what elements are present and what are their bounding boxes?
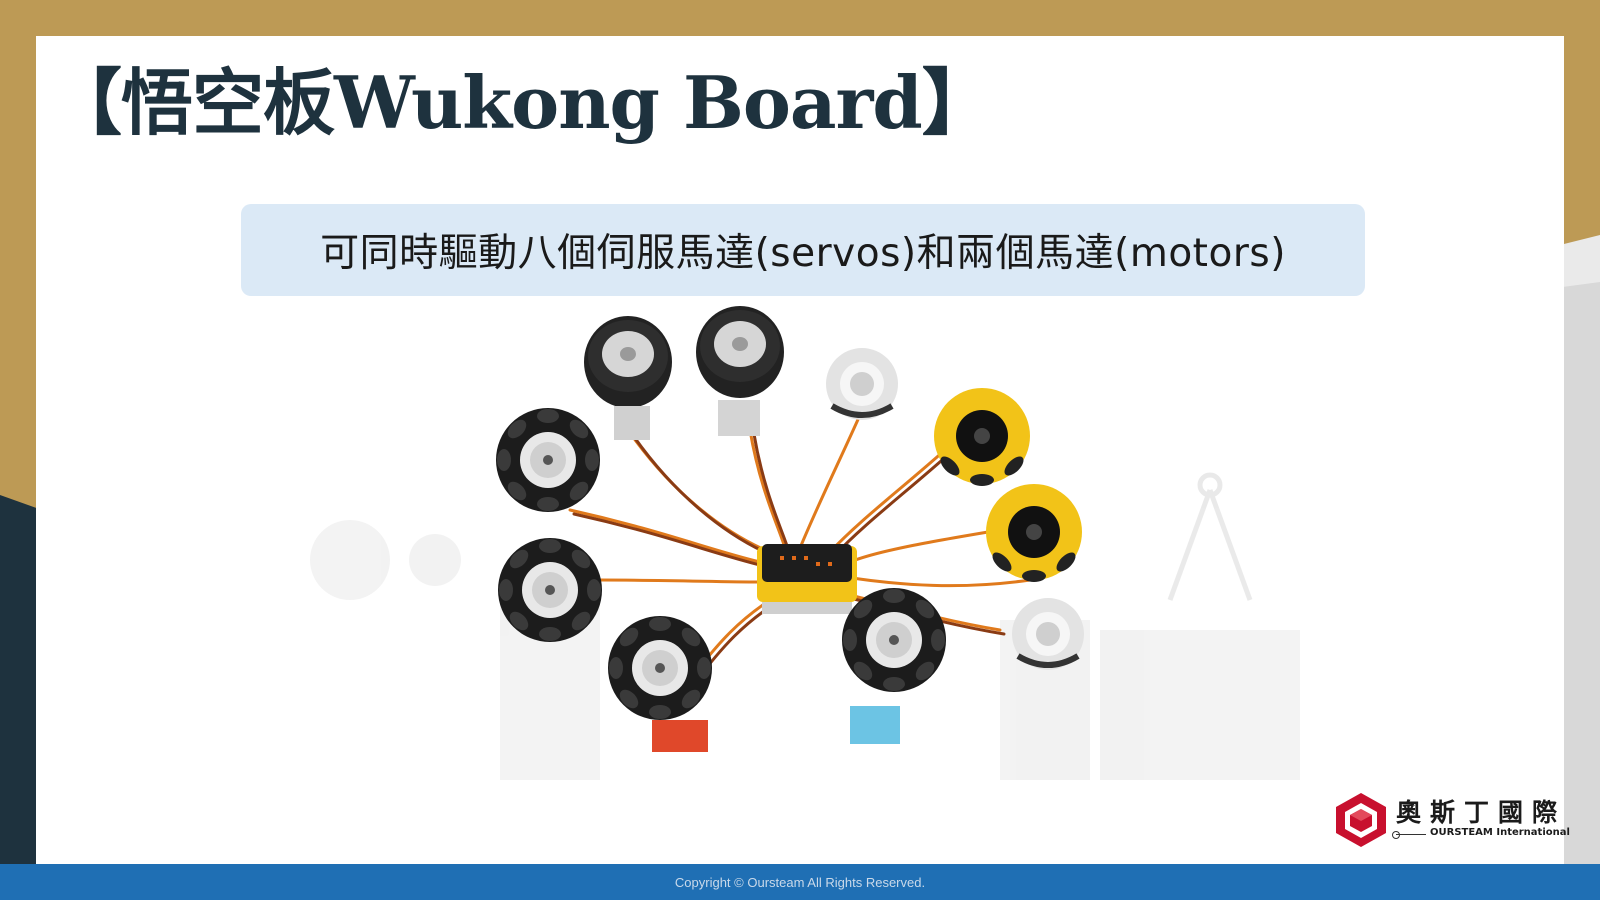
caption-box: 可同時驅動八個伺服馬達(servos)和兩個馬達(motors) <box>241 204 1365 296</box>
cube-logo-icon <box>1336 793 1386 847</box>
wheels-illustration <box>310 306 1300 780</box>
caption-text: 可同時驅動八個伺服馬達(servos)和兩個馬達(motors) <box>320 231 1286 276</box>
company-logo: 奧斯丁國際 OURSTEAM International <box>1332 789 1570 851</box>
product-photo <box>240 300 1364 784</box>
logo-dot <box>1392 831 1400 839</box>
logo-english-name: OURSTEAM International <box>1430 827 1570 838</box>
slide-title: 【悟空板Wukong Board】 <box>50 60 994 145</box>
logo-line <box>1396 834 1426 835</box>
footer-bar: Copyright © Oursteam All Rights Reserved… <box>0 864 1600 900</box>
logo-chinese-name: 奧斯丁國際 <box>1396 798 1567 827</box>
copyright-text: Copyright © Oursteam All Rights Reserved… <box>674 874 926 890</box>
